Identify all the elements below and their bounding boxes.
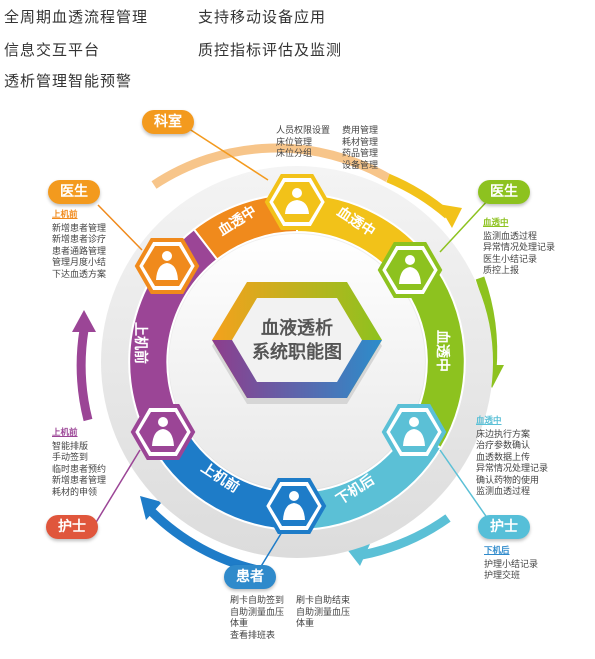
dept-item: 人员权限设置 <box>276 126 331 136</box>
nurse-right-hex <box>381 404 447 460</box>
patient-col-2: 刷卡自助结束 自助测量血压 体重 <box>296 596 350 642</box>
feature-mobile: 支持移动设备应用 <box>198 8 327 26</box>
feature-quality-control: 质控指标评估及监测 <box>198 41 343 59</box>
connector-doctor-right <box>439 197 491 253</box>
center-hex-inner <box>232 298 362 382</box>
list-item: 智能排版 <box>52 441 89 452</box>
feature-info-platform: 信息交互平台 <box>4 41 101 59</box>
connector-dept <box>179 122 269 181</box>
doctor-left-hex <box>134 238 200 294</box>
list-item: 监测血透过程 <box>483 231 538 242</box>
doctor-right-list: 血透中 监测血透过程 异常情况处理记录 医生小结记录 质控上报 <box>483 218 555 278</box>
list-item: 体重 <box>230 619 249 629</box>
feature-lifecycle: 全周期血透流程管理 <box>4 8 149 26</box>
pill-nurse-left: 护士 <box>46 515 98 539</box>
admin-person-icon <box>285 188 309 214</box>
feature-smart-alert: 透析管理智能预警 <box>4 72 133 90</box>
connector-patient <box>259 531 283 569</box>
doctor-right-hex <box>377 242 443 298</box>
list-item: 手动签到 <box>52 453 89 463</box>
doctor-icon-right <box>399 255 421 284</box>
dept-col-2: 费用管理 耗材管理 药品管理 设备管理 <box>342 126 378 172</box>
connector-nurse-right <box>439 449 491 523</box>
list-item: 患者通路管理 <box>52 246 107 257</box>
segment-label-left: 上机前 <box>132 322 149 364</box>
pill-dept: 科室 <box>142 110 194 134</box>
arrow-head-left <box>72 310 96 332</box>
list-item: 体重 <box>296 619 315 629</box>
list-item: 新增患者管理 <box>52 476 107 486</box>
dept-item: 费用管理 <box>342 126 379 136</box>
nurse-right-bottom-list: 下机后 护理小结记录 护理交班 <box>484 546 538 583</box>
list-item: 治疗参数确认 <box>476 441 531 451</box>
list-item: 临时患者预约 <box>52 464 107 475</box>
list-item: 护理交班 <box>484 571 521 581</box>
list-item: 异常情况处理记录 <box>476 464 549 474</box>
list-item: 自助测量血压 <box>230 607 285 618</box>
list-item: 下达血透方案 <box>52 269 107 280</box>
nurse-icon <box>152 417 174 446</box>
list-head: 上机前 <box>52 428 78 438</box>
connector-doctor-left <box>97 204 143 251</box>
list-item: 查看排班表 <box>230 630 276 641</box>
patient-icon <box>283 491 305 520</box>
dept-hex <box>264 174 330 230</box>
list-item: 刷卡自助签到 <box>230 596 285 606</box>
list-head: 上机前 <box>52 210 78 220</box>
list-item: 管理月度小结 <box>52 258 107 268</box>
pill-doctor-right: 医生 <box>478 180 530 204</box>
dept-function-list: 人员权限设置 床位管理 床位分组 费用管理 耗材管理 药品管理 设备管理 <box>276 126 378 172</box>
dept-item: 耗材管理 <box>342 137 379 148</box>
list-item: 血透数据上传 <box>476 452 531 463</box>
nurse-left-hex <box>130 404 196 460</box>
dept-col-1: 人员权限设置 床位管理 床位分组 <box>276 126 330 172</box>
connector-nurse-left <box>94 449 141 525</box>
list-item: 床边执行方案 <box>476 429 531 440</box>
list-item: 质控上报 <box>483 266 520 276</box>
pill-nurse-right: 护士 <box>478 515 530 539</box>
center-title-line1: 血液透析 <box>261 317 333 339</box>
list-item: 新增患者管理 <box>52 223 107 234</box>
center-title-line2: 系统职能图 <box>252 341 342 363</box>
patient-col-1: 刷卡自助签到 自助测量血压 体重 查看排班表 <box>230 596 284 642</box>
dept-item: 药品管理 <box>342 149 379 159</box>
list-head: 血透中 <box>483 218 509 228</box>
arrow-head-bottom-left <box>140 496 162 520</box>
arrow-bottom-right <box>361 514 451 560</box>
pill-doctor-left: 医生 <box>48 180 100 204</box>
list-item: 自助测量血压 <box>296 607 351 618</box>
nurse-left-list: 上机前 智能排版 手动签到 临时患者预约 新增患者管理 耗材的申领 <box>52 428 106 499</box>
doctor-left-list: 上机前 新增患者管理 新增患者诊疗 患者通路管理 管理月度小结 下达血透方案 <box>52 210 106 281</box>
arrow-left <box>76 329 93 422</box>
pill-patient: 患者 <box>224 565 276 589</box>
arrow-top-left <box>151 143 391 189</box>
arrow-head-top <box>438 204 462 228</box>
list-item: 医生小结记录 <box>483 254 538 265</box>
list-item: 刷卡自助结束 <box>296 596 351 606</box>
patient-hex <box>261 478 327 534</box>
dept-item: 设备管理 <box>342 160 379 171</box>
segment-label-right: 血透中 <box>434 330 451 372</box>
list-item: 监测血透过程 <box>476 487 531 497</box>
list-head: 血透中 <box>476 416 502 426</box>
dept-item: 床位管理 <box>276 137 313 148</box>
dept-item: 床位分组 <box>276 149 313 159</box>
list-item: 异常情况处理记录 <box>483 243 556 253</box>
list-item: 护理小结记录 <box>484 559 539 570</box>
list-item: 确认药物的使用 <box>476 475 540 486</box>
doctor-icon <box>156 251 178 280</box>
nurse-icon-right <box>403 417 425 446</box>
nurse-right-top-list: 血透中 床边执行方案 治疗参数确认 血透数据上传 异常情况处理记录 确认药物的使… <box>476 416 548 499</box>
patient-function-list: 刷卡自助签到 自助测量血压 体重 查看排班表 刷卡自助结束 自助测量血压 体重 <box>230 596 350 642</box>
list-head: 下机后 <box>484 546 510 556</box>
list-item: 新增患者诊疗 <box>52 235 107 245</box>
list-item: 耗材的申领 <box>52 487 98 498</box>
